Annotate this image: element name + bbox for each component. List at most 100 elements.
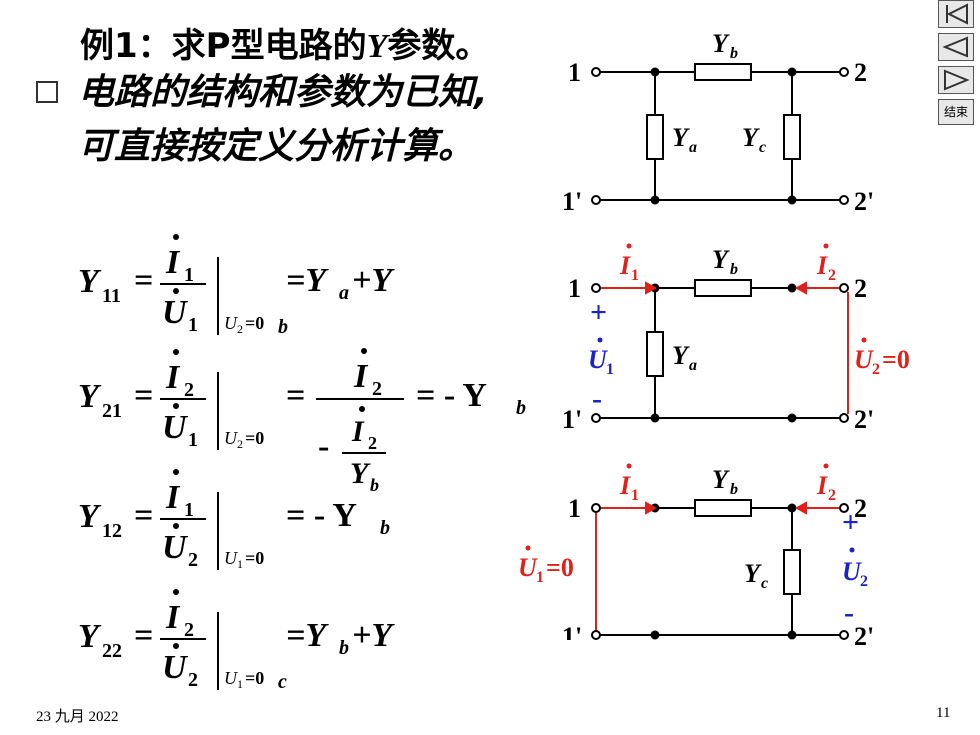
svg-text:c: c [278, 671, 287, 693]
svg-text:1: 1 [237, 677, 243, 691]
svg-text:Y: Y [78, 498, 102, 535]
page-number: 11 [936, 705, 951, 721]
slide-title: 例1：求P型电路的Y参数。 [80, 26, 490, 66]
svg-text:= - Y: = - Y [416, 377, 487, 414]
svg-text:+Y: +Y [352, 262, 395, 299]
svg-text:U: U [518, 553, 538, 582]
svg-text:11: 11 [102, 285, 121, 307]
svg-text:U: U [854, 345, 874, 374]
equations: Y 11 = I 1 U 1 U 2 =0 b =Y a +Y Y 21 = I… [78, 234, 526, 693]
svg-text:2: 2 [372, 378, 382, 400]
svg-text:a: a [689, 139, 697, 156]
equation-y12: Y 12 = I 1 U 2 U 1 =0 = - Y b [78, 469, 390, 571]
svg-text:a: a [689, 357, 697, 374]
svg-text:I: I [816, 251, 828, 280]
next-page-icon [944, 69, 970, 91]
svg-text:U: U [224, 428, 238, 448]
port-labels-c3-right: 2 2' [854, 494, 874, 650]
svg-text:1: 1 [188, 429, 198, 451]
footer-date: 23 九月 2022 [36, 709, 119, 725]
next-page-button[interactable] [938, 66, 974, 94]
svg-text:1: 1 [606, 361, 614, 378]
svg-text:=0: =0 [245, 668, 264, 688]
circuit-pi-network [591, 63, 849, 205]
svg-text:Y: Y [350, 457, 371, 490]
svg-text:-: - [318, 428, 329, 465]
svg-text:Y: Y [742, 123, 760, 152]
prev-page-icon [942, 36, 968, 58]
svg-text:1: 1 [568, 494, 581, 523]
svg-text:Y: Y [78, 263, 102, 300]
u1-zero-label: U 1 =0 [518, 545, 574, 586]
svg-text:+: + [842, 506, 859, 539]
svg-text:= - Y: = - Y [286, 497, 357, 534]
svg-text:2: 2 [828, 487, 836, 504]
svg-text:2': 2' [854, 405, 874, 434]
equation-y22: Y 22 = I 2 U 2 U 1 =0 c =Y b +Y [78, 589, 395, 693]
svg-text:2: 2 [184, 619, 194, 641]
svg-text:=: = [134, 617, 153, 654]
svg-text:=: = [134, 497, 153, 534]
svg-text:12: 12 [102, 520, 122, 542]
svg-text:b: b [339, 637, 349, 659]
svg-text:b: b [370, 475, 379, 495]
svg-text:+: + [590, 296, 607, 329]
svg-text:1: 1 [188, 314, 198, 336]
first-page-button[interactable] [938, 0, 974, 28]
svg-text:b: b [380, 517, 390, 539]
circuit-diagrams: Y b Y a Y c 1 2 1' 2' I [562, 29, 910, 640]
svg-text:U: U [224, 313, 238, 333]
svg-text:Y: Y [744, 559, 762, 588]
svg-text:U: U [224, 668, 238, 688]
svg-text:c: c [759, 139, 766, 156]
svg-text:=: = [134, 262, 153, 299]
svg-text:Y: Y [712, 245, 730, 274]
svg-text:Y: Y [672, 123, 690, 152]
end-button[interactable]: 结束 [938, 99, 974, 125]
circuit-u1-shorted [600, 499, 840, 640]
svg-text:2': 2' [854, 622, 874, 650]
svg-text:1: 1 [237, 557, 243, 571]
svg-text:-: - [844, 596, 854, 629]
svg-text:1: 1 [631, 267, 639, 284]
bullet-square-icon [36, 81, 58, 103]
svg-text:I: I [165, 599, 181, 636]
svg-text:21: 21 [102, 400, 122, 422]
svg-text:U: U [162, 529, 189, 566]
svg-text:U: U [588, 345, 608, 374]
svg-text:=Y: =Y [286, 262, 329, 299]
svg-text:1: 1 [184, 264, 194, 286]
svg-text:U: U [224, 548, 238, 568]
svg-text:2': 2' [854, 187, 874, 216]
svg-text:2: 2 [237, 437, 243, 451]
svg-text:U: U [162, 649, 189, 686]
svg-text:I: I [619, 251, 631, 280]
svg-text:2: 2 [854, 494, 867, 523]
svg-text:I: I [619, 471, 631, 500]
equation-y21: Y 21 = I 2 U 1 U 2 =0 = I 2 - I 2 Y b = … [78, 348, 526, 495]
prev-page-button[interactable] [938, 33, 974, 61]
svg-text:Y: Y [712, 465, 730, 494]
svg-text:I: I [165, 359, 181, 396]
svg-text:I: I [816, 471, 828, 500]
svg-text:Y: Y [78, 378, 102, 415]
svg-text:22: 22 [102, 640, 122, 662]
circuit-u2-shorted [600, 279, 840, 423]
svg-text:Y: Y [78, 618, 102, 655]
svg-text:1: 1 [184, 499, 194, 521]
svg-text:I: I [353, 358, 369, 395]
svg-text:2: 2 [872, 361, 880, 378]
svg-text:1: 1 [568, 58, 581, 87]
svg-text:1': 1' [562, 187, 582, 216]
svg-text:1: 1 [568, 274, 581, 303]
svg-text:2: 2 [184, 379, 194, 401]
svg-text:1': 1' [562, 622, 582, 640]
first-page-icon [946, 3, 968, 25]
svg-text:b: b [278, 316, 288, 338]
svg-text:b: b [730, 481, 738, 498]
svg-text:+Y: +Y [352, 617, 395, 654]
svg-text:2: 2 [854, 58, 867, 87]
svg-text:b: b [516, 397, 526, 419]
svg-text:-: - [592, 382, 602, 415]
svg-text:=0: =0 [546, 553, 574, 582]
